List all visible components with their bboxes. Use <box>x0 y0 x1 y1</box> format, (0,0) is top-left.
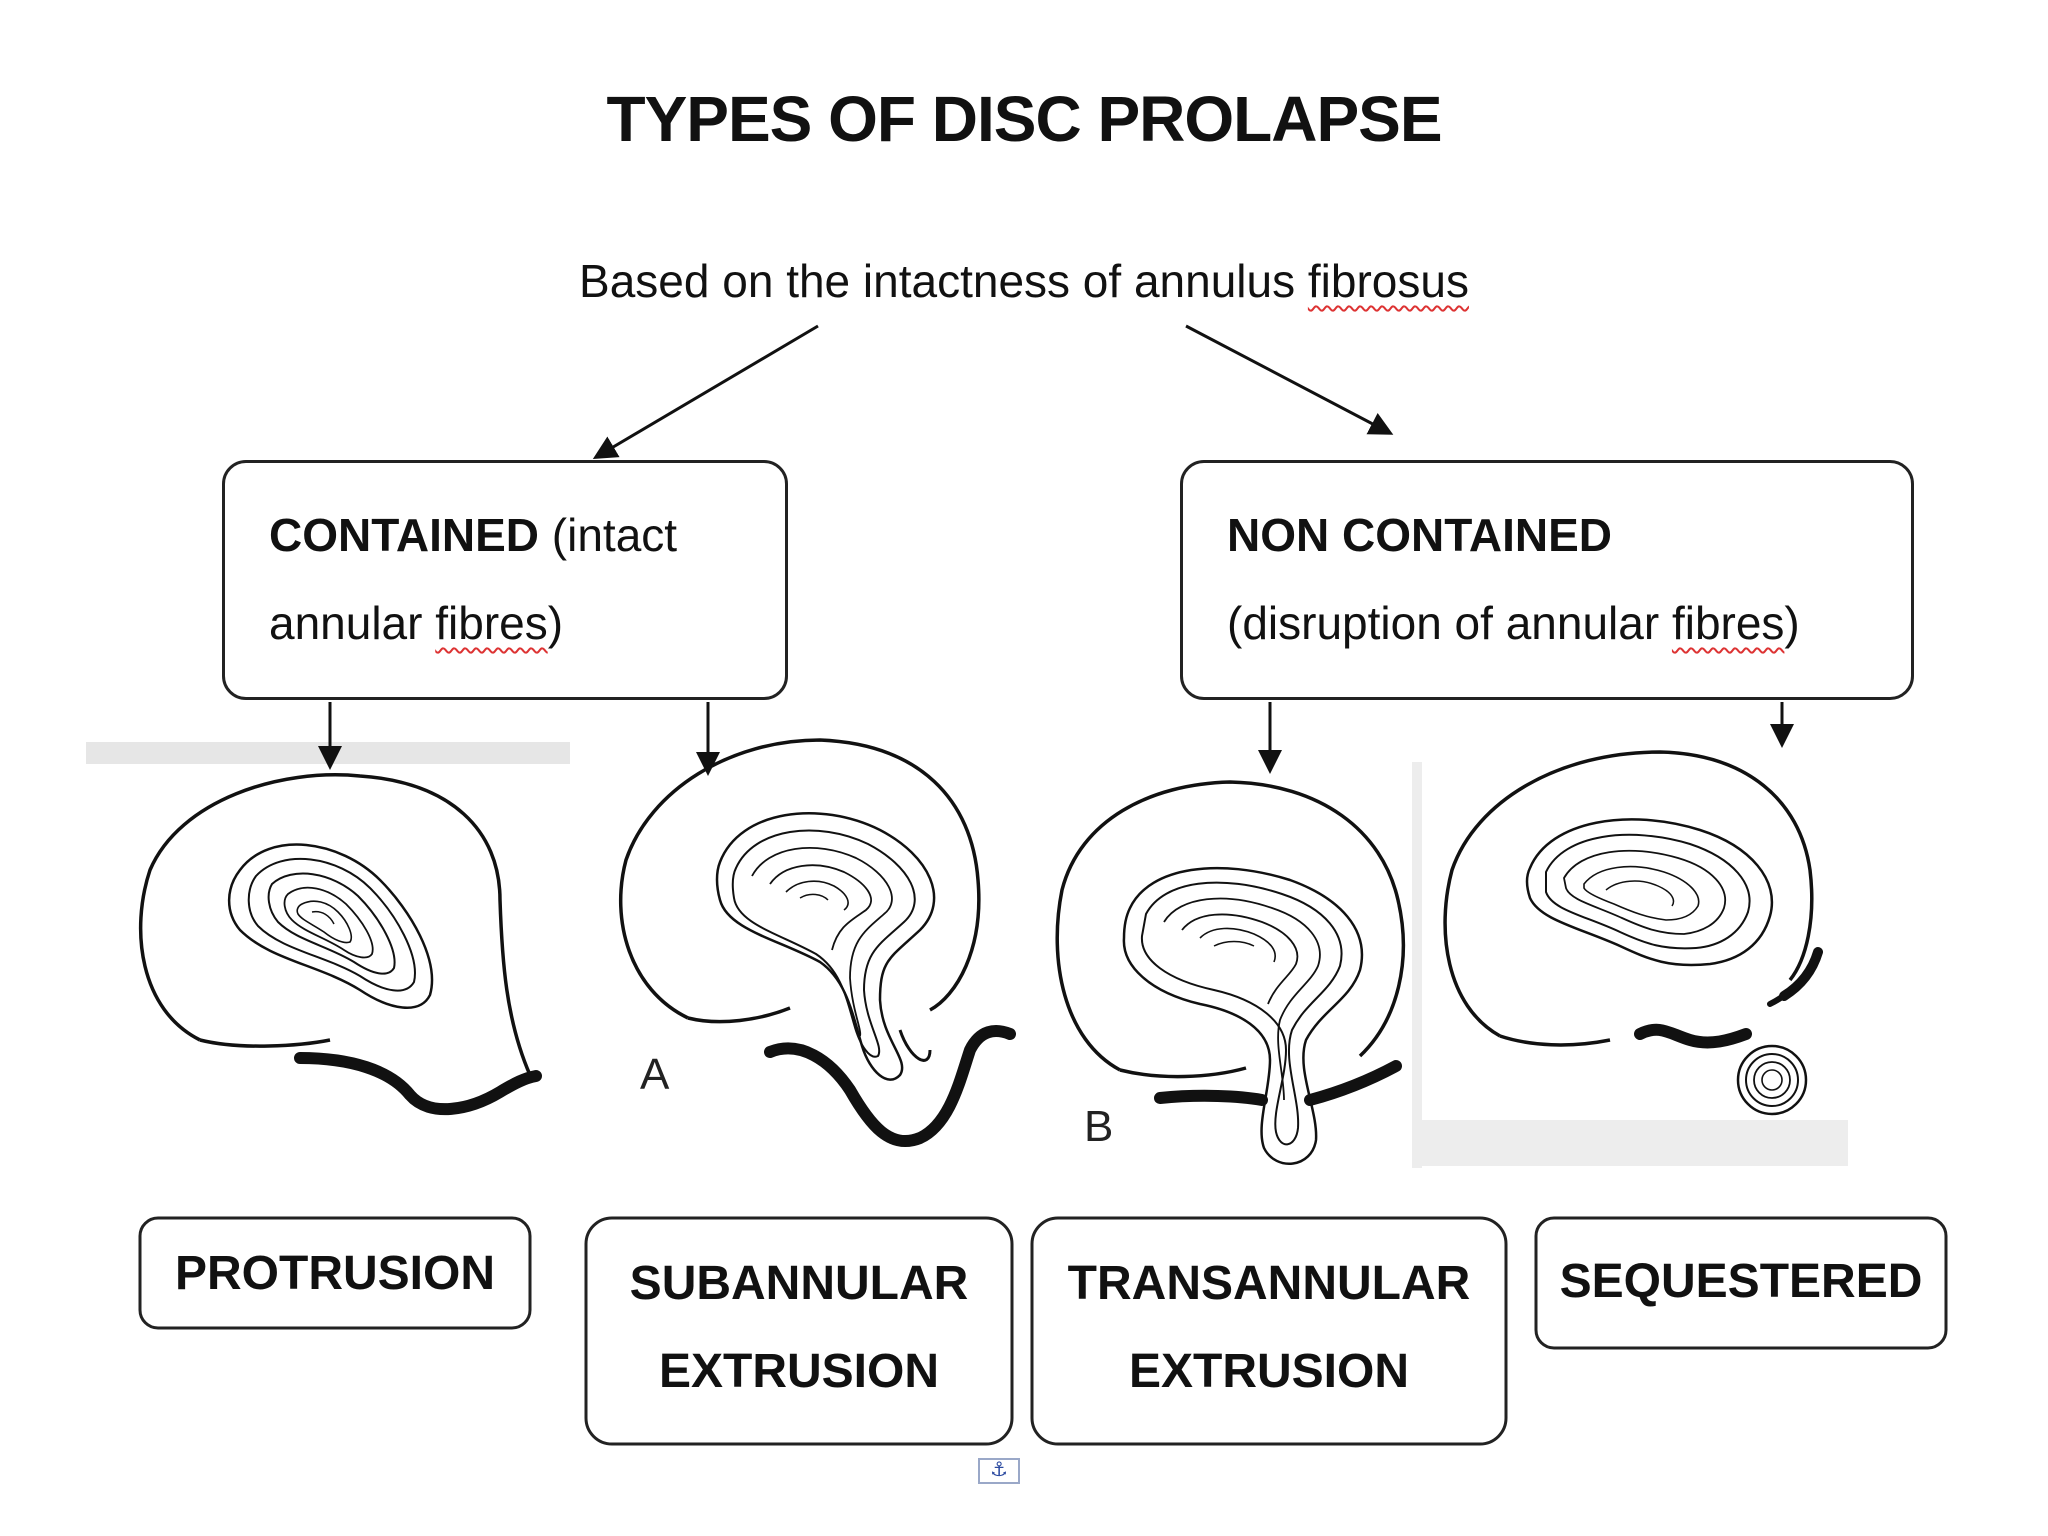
diagram-subtitle: Based on the intactness of annulus fibro… <box>0 254 2048 308</box>
non-contained-line-2-underlined: fibres <box>1671 597 1785 649</box>
contained-line-1-rest: (intact <box>539 509 678 561</box>
transannular-label: TRANSANNULAR EXTRUSION <box>1032 1240 1506 1416</box>
disc-transannular <box>1055 780 1405 1165</box>
sequestered-label: SEQUESTERED <box>1559 1255 1923 1308</box>
non-contained-box: NON CONTAINED (disruption of annular fib… <box>1180 460 1914 700</box>
sequestered-box-outline <box>1534 1216 1948 1350</box>
contained-line-2: annular fibres) <box>269 579 563 667</box>
contained-box: CONTAINED (intact annular fibres) <box>222 460 788 700</box>
protrusion-label: PROTRUSION <box>174 1247 495 1300</box>
grey-strip-left <box>86 742 570 764</box>
disc-subannular <box>618 738 1016 1148</box>
subtitle-text: Based on the intactness of annulus <box>579 255 1308 307</box>
contained-line-2-underlined: fibres <box>435 597 548 649</box>
transannular-line-1: TRANSANNULAR <box>1067 1257 1471 1310</box>
arrow-to-contained <box>592 324 819 460</box>
arrow-to-non-contained <box>1185 324 1394 435</box>
protrusion-box-outline <box>138 1216 532 1330</box>
disc-protrusion <box>138 773 542 1116</box>
transannular-line-2: EXTRUSION <box>1128 1345 1410 1398</box>
non-contained-line-2: (disruption of annular fibres) <box>1227 579 1800 667</box>
diagram-title: TYPES OF DISC PROLAPSE <box>606 83 1442 155</box>
contained-line-2-before: annular <box>269 597 436 649</box>
subannular-label: SUBANNULAR EXTRUSION <box>586 1240 1012 1416</box>
label-a: A <box>640 1050 670 1099</box>
contained-heading: CONTAINED <box>269 509 540 561</box>
anchor-icon: ⚓ <box>978 1458 1020 1484</box>
grey-strip-right-h <box>1412 1120 1848 1166</box>
non-contained-heading: NON CONTAINED <box>1227 509 1613 561</box>
subtitle-underlined-word: fibrosus <box>1307 255 1469 307</box>
disc-sequestered <box>1443 750 1823 1116</box>
subannular-line-2: EXTRUSION <box>658 1345 940 1398</box>
label-b: B <box>1084 1102 1114 1151</box>
non-contained-line-2-after: ) <box>1784 597 1800 649</box>
contained-line-1: CONTAINED (intact <box>269 491 677 579</box>
transannular-box-outline <box>1030 1216 1508 1446</box>
non-contained-line-2-before: (disruption of annular <box>1227 597 1672 649</box>
non-contained-line-1: NON CONTAINED <box>1227 491 1612 579</box>
subannular-box-outline <box>584 1216 1014 1446</box>
subannular-line-1: SUBANNULAR <box>629 1257 969 1310</box>
grey-strip-right-v <box>1412 762 1422 1168</box>
contained-line-2-after: ) <box>547 597 564 649</box>
